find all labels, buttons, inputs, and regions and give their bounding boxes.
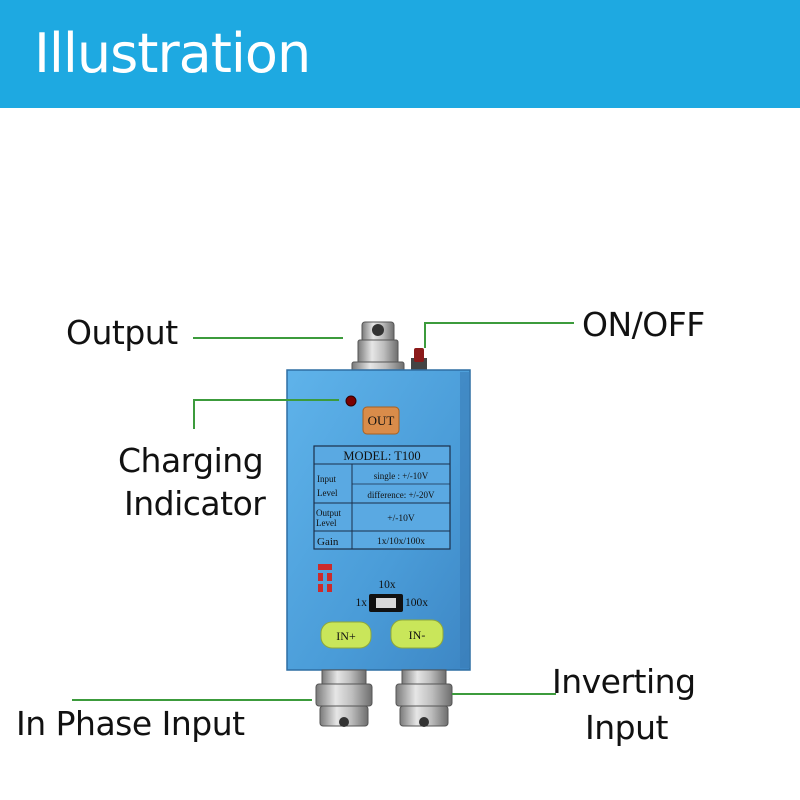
input-single: single : +/-10V	[374, 471, 429, 481]
inverting-callout-line1: Inverting	[552, 662, 696, 701]
charging-leader-line	[193, 399, 339, 401]
switch-label-100x: 100x	[405, 597, 428, 609]
onoff-callout: ON/OFF	[582, 305, 705, 344]
gain-value: 1x/10x/100x	[377, 537, 425, 547]
bnc-connector-icon	[351, 321, 405, 375]
header-bar: Illustration	[0, 0, 800, 108]
input-level-label-2: Level	[317, 488, 338, 498]
input-difference: difference: +/-20V	[367, 490, 435, 500]
spec-table: MODEL: T100 Input Level single : +/-10V …	[313, 445, 451, 550]
power-switch-icon[interactable]	[411, 348, 427, 370]
out-button-label: OUT	[368, 413, 395, 428]
slide-switch-icon[interactable]	[369, 594, 403, 612]
switch-label-1x: 1x	[356, 597, 368, 609]
output-level-label-2: Level	[316, 518, 337, 528]
output-level-label-1: Output	[316, 508, 342, 518]
model-text: MODEL: T100	[343, 449, 420, 463]
input-level-label-1: Input	[317, 474, 336, 484]
in-minus-label: IN-	[409, 628, 426, 642]
output-value: +/-10V	[387, 514, 415, 524]
in-plus-button[interactable]	[320, 621, 372, 649]
switch-label-10x: 10x	[378, 579, 396, 591]
in-plus-label: IN+	[336, 629, 356, 643]
in-phase-leader-line	[72, 699, 312, 701]
charging-leader-line-vertical	[193, 399, 195, 429]
charging-callout-line2: Indicator	[124, 484, 266, 523]
output-callout: Output	[66, 313, 178, 352]
onoff-leader-line	[424, 322, 574, 324]
inverting-leader-line	[452, 693, 556, 695]
inverting-callout-line2: Input	[585, 708, 668, 747]
output-leader-line	[193, 337, 343, 339]
out-button[interactable]	[362, 406, 400, 435]
in-phase-callout: In Phase Input	[16, 704, 245, 743]
page-title: Illustration	[34, 22, 311, 85]
bnc-connector-icon	[315, 669, 373, 727]
led-icon	[345, 395, 357, 407]
onoff-leader-line-vertical	[424, 322, 426, 348]
in-minus-button[interactable]	[390, 619, 444, 649]
bnc-connector-icon	[395, 669, 453, 727]
gain-label: Gain	[317, 536, 339, 548]
charging-callout-line1: Charging	[118, 441, 264, 480]
dip-switch-icon	[318, 564, 332, 592]
